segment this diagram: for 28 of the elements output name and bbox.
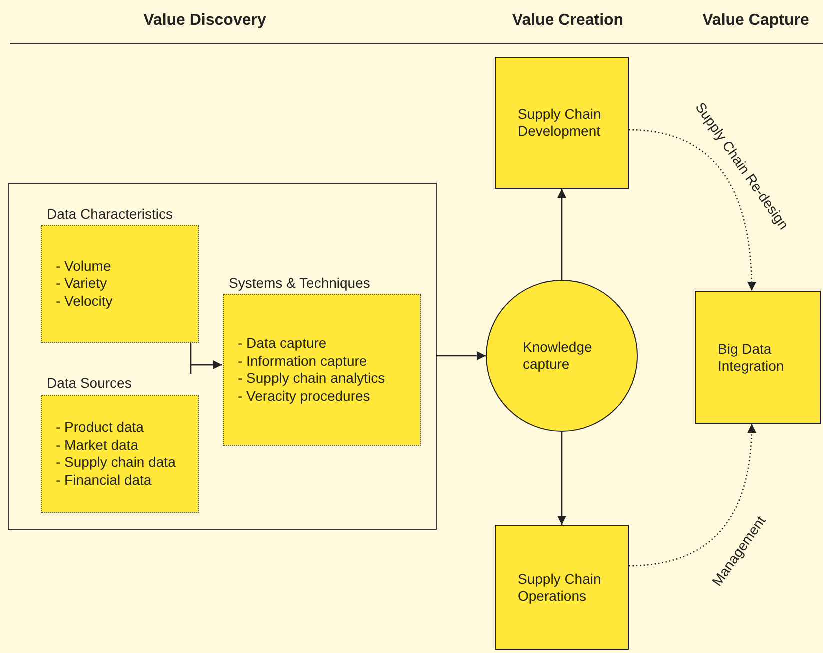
list-item: - Supply chain data <box>56 454 176 472</box>
list-item: - Supply chain analytics <box>238 370 386 388</box>
list-item: - Market data <box>56 436 138 454</box>
list-item: - Information capture <box>238 352 368 370</box>
list-item: - Veracity procedures <box>238 388 370 405</box>
column-heading: Value Creation <box>512 12 624 30</box>
column-heading: Value Discovery <box>144 12 266 30</box>
column-heading: Value Capture <box>702 12 810 30</box>
list-item: - Variety <box>56 275 108 293</box>
box-heading: Systems & Techniques <box>229 275 370 291</box>
list-item: - Volume <box>56 258 112 276</box>
list-item: - Product data <box>56 419 144 436</box>
process-circle: Knowledge capture <box>486 280 638 432</box>
list-item: - Data capture <box>238 335 327 352</box>
arrow <box>437 352 486 360</box>
process-box: Supply Chain Operations <box>495 525 629 650</box>
process-box: Supply Chain Development <box>495 57 629 189</box>
arrow <box>628 129 756 292</box>
arrow <box>558 432 566 525</box>
group-box <box>8 183 437 530</box>
list-item: - Financial data <box>56 472 152 489</box>
box-heading: Data Characteristics <box>47 206 174 222</box>
arrow <box>190 360 222 374</box>
arrow <box>628 424 756 567</box>
process-box: Big Data Integration <box>695 291 821 424</box>
box-heading: Data Sources <box>47 375 132 391</box>
list-item: - Velocity <box>56 292 113 310</box>
arrow <box>558 189 566 280</box>
